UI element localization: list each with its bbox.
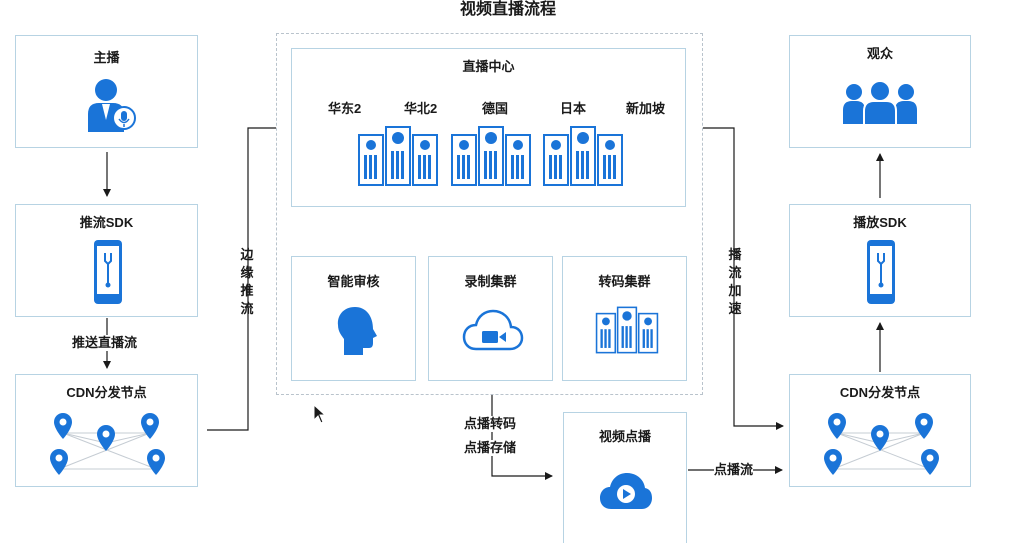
- play-sdk-node: 播放SDK: [789, 204, 971, 317]
- region-label: 华东2: [328, 101, 362, 117]
- diagram-title: 视频直播流程: [459, 1, 556, 18]
- region-label: 新加坡: [626, 101, 666, 117]
- vod-stream-label: 点播流: [714, 462, 754, 478]
- record-node: 录制集群: [428, 256, 553, 381]
- audit-label: 智能审核: [327, 274, 380, 289]
- audience-label: 观众: [866, 46, 893, 61]
- arrow-record-to-vod: [491, 382, 553, 480]
- region-label: 德国: [482, 101, 509, 117]
- phone-wrench-icon: [94, 240, 122, 304]
- cdn-left-label: CDN分发节点: [66, 385, 147, 400]
- mouse-cursor-icon: [313, 403, 327, 424]
- cdn-right-map: [824, 413, 939, 475]
- cdn-right-node: CDN分发节点: [789, 374, 971, 487]
- transcode-node: 转码集群: [562, 256, 687, 381]
- vod-storage-label: 点播存储: [464, 440, 517, 456]
- audience-group-icon: [843, 80, 917, 126]
- transcode-label: 转码集群: [598, 274, 651, 289]
- live-center-label: 直播中心: [462, 59, 515, 74]
- cdn-left-node: CDN分发节点: [15, 374, 198, 487]
- play-sdk-label: 播放SDK: [853, 215, 907, 230]
- push-stream-label: 推送直播流: [72, 335, 138, 351]
- anchor-node: 主播: [15, 35, 198, 148]
- region-label: 华北2: [404, 101, 438, 117]
- push-sdk-node: 推流SDK: [15, 204, 198, 317]
- vod-label: 视频点播: [598, 429, 651, 444]
- cloud-video-icon: [462, 309, 524, 351]
- anchor-user-mic-icon: [88, 79, 136, 132]
- audience-node: 观众: [789, 35, 971, 148]
- phone-wrench-icon: [867, 240, 895, 304]
- live-center-node: 直播中心 华东2 华北2 德国 日本 新加坡: [291, 48, 686, 207]
- edge-push-label: 边缘推流: [240, 247, 254, 316]
- cloud-play-icon: [600, 473, 652, 509]
- anchor-label: 主播: [93, 50, 120, 65]
- server-rack-icon: [451, 126, 531, 186]
- cdn-left-map: [50, 413, 165, 475]
- arrow-edge-push: [207, 124, 287, 431]
- audit-node: 智能审核: [291, 256, 416, 381]
- vod-transcode-label: 点播转码: [464, 416, 517, 432]
- play-accel-label: 播流加速: [728, 247, 742, 316]
- cdn-right-label: CDN分发节点: [839, 385, 921, 400]
- arrow-play-accel: [686, 127, 784, 430]
- vod-node: 视频点播: [563, 412, 687, 543]
- server-rack-icon: [595, 306, 659, 354]
- server-rack-icon: [543, 126, 623, 186]
- record-label: 录制集群: [464, 274, 517, 289]
- push-sdk-label: 推流SDK: [79, 215, 134, 230]
- server-rack-icon: [358, 126, 438, 186]
- region-label: 日本: [560, 101, 587, 117]
- ai-head-icon: [337, 307, 377, 355]
